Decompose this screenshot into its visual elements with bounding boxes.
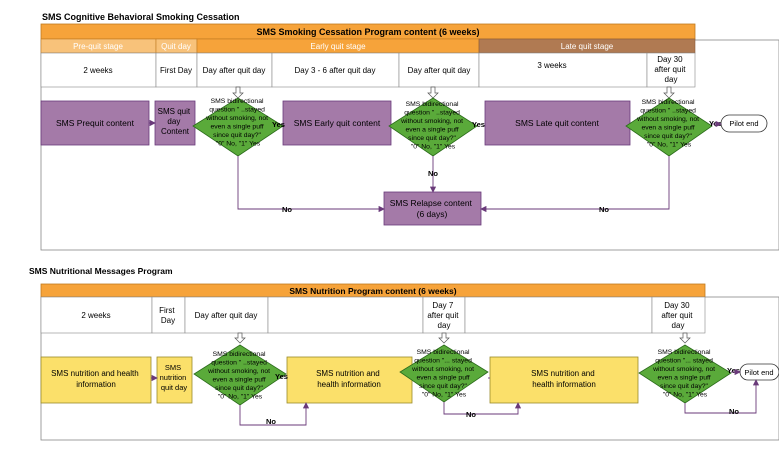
- box-prequit: [40, 100, 150, 146]
- bottom-no-1: No: [266, 417, 276, 426]
- bottom-no-2: No: [466, 410, 476, 419]
- box-late-label: SMS Late quit content: [515, 118, 599, 128]
- bottom-down-arrows: [234, 332, 691, 344]
- bottom-question-1: SMS bidirectional question " ..stayed wi…: [207, 351, 272, 401]
- stage-quitday-label: Quit day: [161, 42, 191, 51]
- btl-day7: Day 7 after quit day: [427, 301, 460, 330]
- bottom-question-2: SMS bidirectional question "... stayed w…: [411, 349, 476, 399]
- box-nutrition-quitday-label: SMS nutrition quit day: [160, 363, 189, 392]
- top-question-1: SMS bidirectional question " ..stayed wi…: [205, 98, 270, 148]
- bottom-no-3: No: [729, 407, 739, 416]
- bottom-timeline: [40, 296, 706, 334]
- bottom-yes-3: Yes: [727, 366, 740, 375]
- box-nutrition-2: [286, 356, 413, 404]
- top-banner-text: SMS Smoking Cessation Program content (6…: [256, 27, 479, 37]
- box-relapse-label: SMS Relapse content (6 days): [390, 198, 475, 219]
- top-timeline: [40, 52, 696, 88]
- stage-late-label: Late quit stage: [561, 42, 614, 51]
- tl-dayafter2: Day after quit day: [408, 66, 471, 75]
- bottom-pilot-end-label: Pilot end: [744, 368, 773, 377]
- top-yes-1: Yes: [272, 120, 285, 129]
- box-relapse: [383, 191, 482, 226]
- box-early-label: SMS Early quit content: [294, 118, 381, 128]
- tl-day30: Day 30 after quit day: [654, 55, 687, 84]
- bottom-yes-1: Yes: [275, 372, 288, 381]
- tl-day3-6: Day 3 - 6 after quit day: [295, 66, 376, 75]
- btl-firstday: First Day: [159, 306, 177, 325]
- box-nutrition-1-label: SMS nutrition and health information: [51, 369, 141, 389]
- box-nutrition-1: [40, 356, 152, 404]
- top-question-3: SMS bidirectional question " ..stayed wi…: [636, 99, 701, 149]
- box-early: [282, 100, 392, 146]
- btl-2weeks: 2 weeks: [81, 311, 110, 320]
- top-section-title: SMS Cognitive Behavioral Smoking Cessati…: [42, 12, 240, 22]
- btl-day30: Day 30 after quit day: [661, 301, 694, 330]
- box-nutrition-2-label: SMS nutrition and health information: [316, 369, 382, 389]
- stage-prequit-label: Pre-quit stage: [73, 42, 123, 51]
- stage-early-label: Early quit stage: [310, 42, 366, 51]
- tl-dayafter: Day after quit day: [203, 66, 266, 75]
- box-prequit-label: SMS Prequit content: [56, 118, 135, 128]
- btl-dayafter: Day after quit day: [195, 311, 258, 320]
- top-no-3: No: [599, 205, 609, 214]
- top-no-1: No: [282, 205, 292, 214]
- box-quitday-label: SMS quit day Content: [158, 107, 193, 136]
- bottom-connectors: [151, 368, 760, 426]
- box-nutrition-3-label: SMS nutrition and health information: [531, 369, 597, 389]
- bottom-section-title: SMS Nutritional Messages Program: [29, 266, 173, 276]
- tl-3weeks: 3 weeks: [537, 61, 566, 70]
- top-pilot-end-label: Pilot end: [729, 119, 758, 128]
- tl-2weeks: 2 weeks: [83, 66, 112, 75]
- top-question-2: SMS bidirectional question " ..stayed wi…: [400, 101, 465, 151]
- top-yes-2: Yes: [472, 120, 485, 129]
- top-yes-3: Yes: [709, 119, 722, 128]
- box-nutrition-quitday: [156, 356, 193, 404]
- top-down-arrows: [232, 86, 675, 99]
- bottom-question-3: SMS bidirectional question "... stayed w…: [652, 349, 717, 399]
- bottom-banner-text: SMS Nutrition Program content (6 weeks): [289, 286, 456, 296]
- tl-firstday: First Day: [160, 66, 192, 75]
- box-quitday: [154, 100, 196, 146]
- top-no-2: No: [428, 169, 438, 178]
- top-connectors: [149, 119, 722, 213]
- box-nutrition-3: [489, 356, 639, 404]
- box-late: [484, 100, 631, 146]
